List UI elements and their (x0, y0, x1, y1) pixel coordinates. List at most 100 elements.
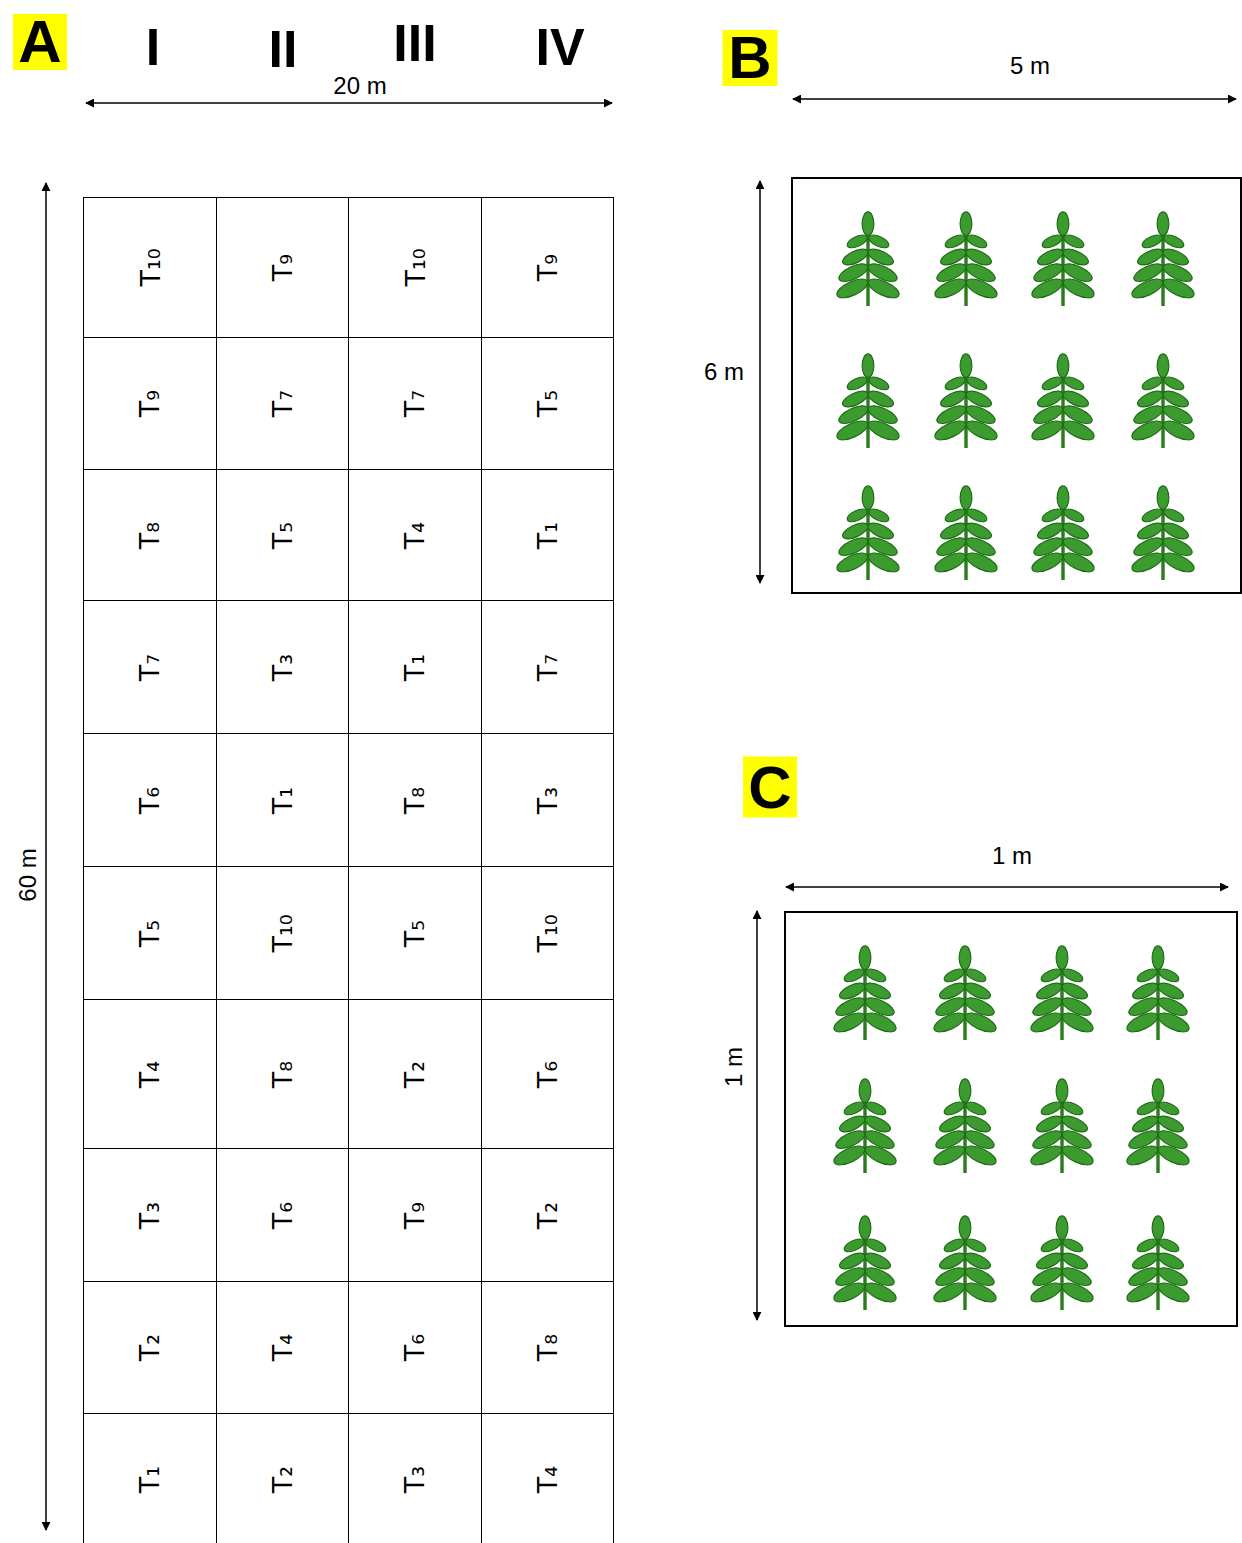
plot-cell: T₂ (83, 1281, 217, 1414)
plot-cell: T₇ (216, 337, 350, 470)
plot-cell: T₄ (348, 469, 482, 601)
dimension-label: 1 m (990, 843, 1034, 869)
replication-header: I (144, 19, 162, 76)
treatment-label: T₉ (399, 1201, 430, 1228)
plot-cell: T₁ (481, 469, 615, 601)
treatment-label: T₉ (267, 254, 298, 281)
plot-cell: T₆ (216, 1148, 350, 1282)
plot-cell: T₆ (348, 1281, 482, 1414)
dimension-arrow (793, 98, 1236, 100)
treatment-label: T₁ (267, 786, 298, 813)
treatment-label: T₁ (134, 1466, 165, 1493)
plot-cell: T₆ (481, 999, 615, 1149)
plot-cell: T₁₀ (83, 197, 217, 338)
dimension-arrow (756, 911, 758, 1320)
dimension-arrow (759, 181, 761, 583)
panel-letter: B (723, 30, 778, 86)
plot-cell: T₅ (348, 866, 482, 1000)
dimension-arrow (786, 886, 1228, 888)
treatment-label: T₆ (399, 1334, 430, 1361)
treatment-label: T₈ (134, 521, 165, 548)
treatment-label: T₅ (532, 390, 563, 417)
dimension-arrow (45, 183, 47, 1530)
treatment-label: T₄ (134, 1060, 165, 1087)
dimension-label: 20 m (331, 73, 388, 99)
treatment-label: T₆ (267, 1201, 298, 1228)
plot-cell: T₁ (348, 600, 482, 734)
treatment-label: T₃ (134, 1201, 165, 1228)
plot-cell: T₉ (83, 337, 217, 470)
treatment-label: T₁₀ (532, 914, 563, 952)
treatment-label: T₄ (267, 1334, 298, 1361)
plot-outline (792, 178, 1241, 593)
treatment-label: T₇ (399, 390, 430, 417)
plot-cell: T₁ (216, 733, 350, 867)
plot-cell: T₂ (216, 1413, 350, 1543)
dimension-arrow (86, 102, 612, 104)
plot-cell: T₆ (83, 733, 217, 867)
treatment-label: T₃ (532, 786, 563, 813)
plot-cell: T₁ (83, 1413, 217, 1543)
plot-cell: T₁₀ (481, 866, 615, 1000)
plot-outline (785, 912, 1237, 1326)
panel-letter: A (13, 14, 67, 70)
treatment-label: T₈ (532, 1334, 563, 1361)
treatment-label: T₈ (267, 1060, 298, 1087)
plot-cell: T₃ (83, 1148, 217, 1282)
treatment-label: T₅ (134, 919, 165, 946)
plot-cell: T₇ (83, 600, 217, 734)
replication-header: II (267, 21, 300, 78)
plot-cell: T₉ (216, 197, 350, 338)
plot-cell: T₃ (348, 1413, 482, 1543)
plot-cell: T₄ (83, 999, 217, 1149)
dimension-label: 6 m (702, 359, 746, 385)
treatment-label: T₂ (267, 1466, 298, 1493)
treatment-label: T₂ (532, 1201, 563, 1228)
treatment-label: T₅ (267, 521, 298, 548)
treatment-label: T₂ (399, 1060, 430, 1087)
treatment-label: T₈ (399, 786, 430, 813)
dimension-label: 5 m (1008, 53, 1052, 79)
plot-cell: T₈ (481, 1281, 615, 1414)
panel-letter: C (743, 757, 797, 818)
plot-cell: T₅ (216, 469, 350, 601)
treatment-label: T₁ (532, 521, 563, 548)
plot-cell: T₈ (216, 999, 350, 1149)
plot-cell: T₃ (481, 733, 615, 867)
plot-cell: T₄ (481, 1413, 615, 1543)
treatment-label: T₅ (399, 919, 430, 946)
treatment-label: T₂ (134, 1334, 165, 1361)
plot-cell: T₉ (348, 1148, 482, 1282)
replication-header: IV (533, 19, 586, 76)
treatment-label: T₃ (267, 653, 298, 680)
treatment-label: T₄ (532, 1466, 563, 1493)
treatment-label: T₁₀ (399, 248, 430, 286)
treatment-label: T₇ (532, 653, 563, 680)
replication-header: III (391, 15, 438, 72)
plot-cell: T₅ (83, 866, 217, 1000)
treatment-label: T₁₀ (134, 248, 165, 286)
treatment-label: T₆ (532, 1060, 563, 1087)
plot-cell: T₂ (481, 1148, 615, 1282)
treatment-label: T₄ (399, 521, 430, 548)
plot-cell: T₇ (348, 337, 482, 470)
treatment-label: T₃ (399, 1466, 430, 1493)
treatment-label: T₇ (267, 390, 298, 417)
dimension-label: 60 m (15, 846, 41, 903)
treatment-label: T₉ (532, 254, 563, 281)
plot-cell: T₇ (481, 600, 615, 734)
plot-cell: T₅ (481, 337, 615, 470)
plot-cell: T₃ (216, 600, 350, 734)
plot-cell: T₄ (216, 1281, 350, 1414)
dimension-label: 1 m (721, 1045, 747, 1089)
treatment-label: T₁ (399, 653, 430, 680)
treatment-label: T₆ (134, 786, 165, 813)
plant-group (831, 946, 1191, 1310)
plot-cell: T₂ (348, 999, 482, 1149)
plot-cell: T₈ (348, 733, 482, 867)
treatment-label: T₇ (134, 653, 165, 680)
plot-cell: T₁₀ (348, 197, 482, 338)
plant-group (834, 212, 1196, 580)
